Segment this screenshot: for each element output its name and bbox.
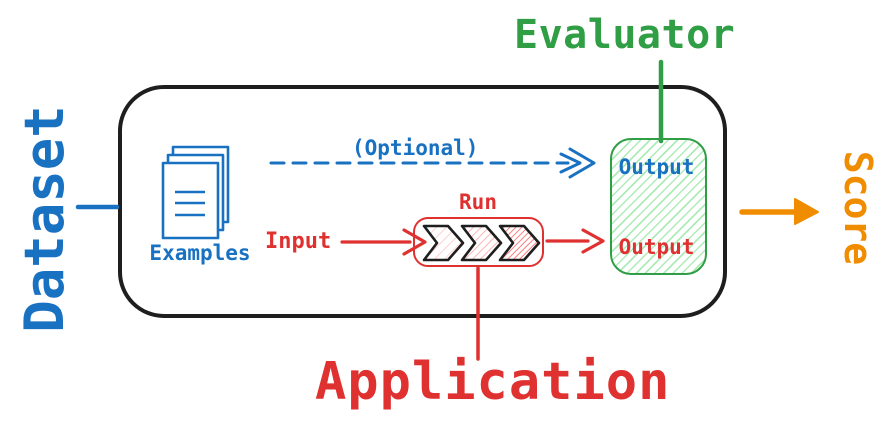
- examples-label: Examples: [149, 241, 251, 265]
- score-label: Score: [836, 150, 880, 266]
- score-arrow: [739, 198, 819, 225]
- evaluator-label: Evaluator: [514, 12, 736, 58]
- evaluator-output-bottom-label: Output: [618, 235, 695, 259]
- run-label: Run: [459, 190, 497, 214]
- evaluator-output-top-label: Output: [618, 155, 695, 179]
- evaluator-output-box: [610, 138, 707, 275]
- application-label: Application: [315, 352, 671, 412]
- run-pipeline-box: [413, 217, 544, 267]
- optional-label: (Optional): [352, 136, 479, 160]
- dataset-label: Dataset: [13, 105, 76, 333]
- input-label: Input: [265, 229, 332, 254]
